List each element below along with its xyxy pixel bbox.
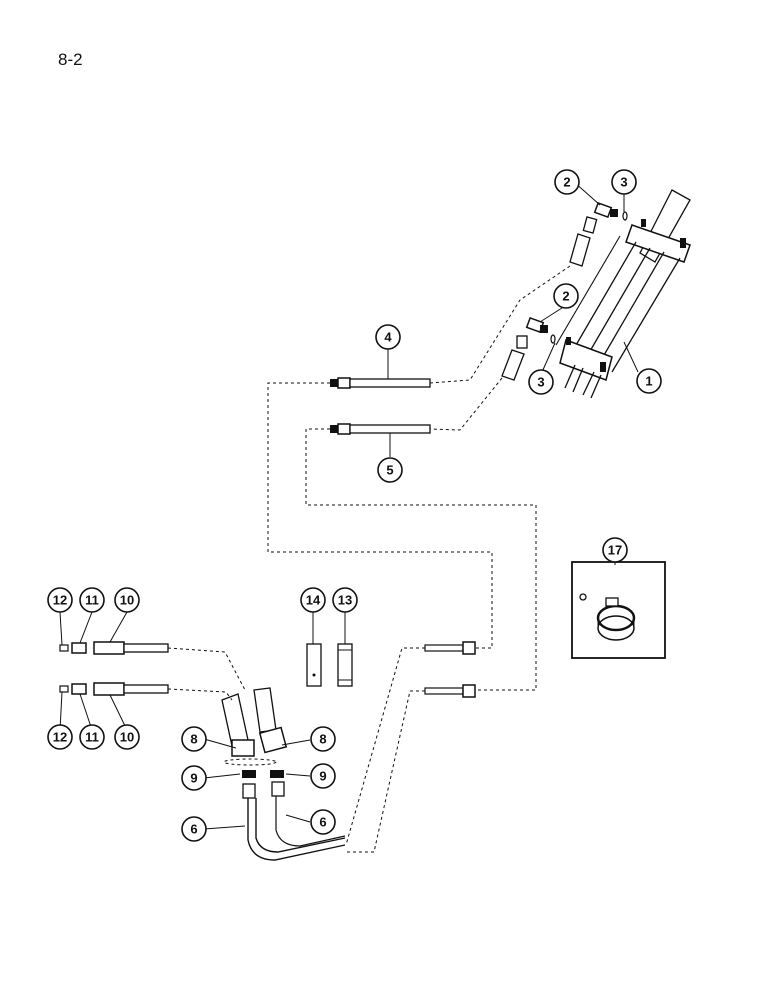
tube-end-upper [424,641,476,655]
callout-label: 8 [190,732,197,747]
callout-label: 12 [53,730,67,745]
callout-8: 8 [310,726,336,752]
o-rings [550,211,628,344]
callout-8: 8 [181,726,207,752]
callout-label: 10 [120,593,134,608]
tube-end-lower [424,684,476,698]
valve-fittings [221,687,288,799]
hose-clamp-inset [571,561,666,659]
callout-label: 12 [53,593,67,608]
callout-label: 3 [537,375,544,390]
callout-4: 4 [375,324,401,350]
callout-13: 13 [332,587,358,613]
callout-17: 17 [602,537,628,563]
callout-circle [377,457,403,483]
callout-circle [181,816,207,842]
callout-circle [310,763,336,789]
callout-circle [181,726,207,752]
spacer-13 [337,643,353,687]
callout-label: 10 [120,730,134,745]
callout-circle [553,283,579,309]
callout-circle [310,809,336,835]
callout-label: 2 [563,175,570,190]
connection-lines [167,265,571,853]
callout-circle [79,587,105,613]
callout-11: 11 [79,587,105,613]
callout-label: 5 [386,463,393,478]
callout-label: 6 [190,822,197,837]
callout-3: 3 [528,369,554,395]
callout-circle [375,324,401,350]
hose-assembly-lower [59,682,169,696]
callout-10: 10 [114,587,140,613]
callout-label: 14 [306,593,321,608]
callout-6: 6 [181,816,207,842]
callout-2: 2 [553,283,579,309]
hose-assembly-upper [59,641,169,655]
callout-circle [79,724,105,750]
callout-circle [611,169,637,195]
page-number: 8-2 [58,50,83,69]
callout-circle [300,587,326,613]
callout-6: 6 [310,809,336,835]
callout-circle [181,765,207,791]
hydraulic-cylinder [555,189,691,399]
callout-circle [636,368,662,394]
callout-12: 12 [47,724,73,750]
callout-label: 8 [319,732,326,747]
callout-circle [554,169,580,195]
tube-4 [330,377,431,389]
hose-6 [247,796,346,861]
callout-label: 3 [620,175,627,190]
callout-11: 11 [79,724,105,750]
callout-label: 11 [85,730,99,745]
spacer-14 [306,643,322,687]
callout-10: 10 [114,724,140,750]
callout-circle [114,724,140,750]
callout-label: 2 [562,289,569,304]
callout-5: 5 [377,457,403,483]
callout-3: 3 [611,169,637,195]
callout-circle [528,369,554,395]
callout-2: 2 [554,169,580,195]
callout-circle [602,537,628,563]
callout-14: 14 [300,587,326,613]
tube-5 [330,423,431,435]
callout-circle [332,587,358,613]
upper-elbow-fitting [569,201,618,267]
callout-9: 9 [181,765,207,791]
callout-9: 9 [310,763,336,789]
callout-circle [47,587,73,613]
callout-circle [114,587,140,613]
callout-circle [310,726,336,752]
callout-label: 17 [608,543,622,558]
callout-circle [47,724,73,750]
callout-label: 1 [645,374,652,389]
callout-label: 13 [338,593,352,608]
callout-label: 4 [384,330,392,345]
callout-label: 6 [319,815,326,830]
leader-lines [59,181,639,830]
callout-label: 9 [319,769,326,784]
callout-label: 11 [85,593,99,608]
lower-elbow-fitting [501,316,548,381]
callout-label: 9 [190,771,197,786]
callout-1: 1 [636,368,662,394]
callout-12: 12 [47,587,73,613]
